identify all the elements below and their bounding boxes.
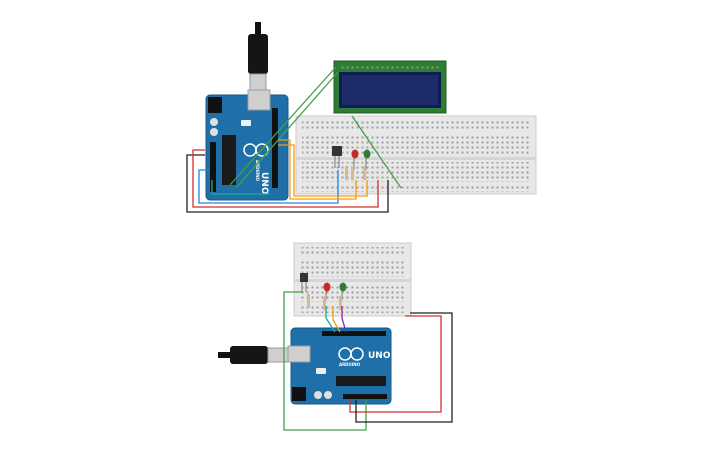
arduino-uno-board[interactable]: UNO ARDUINO <box>287 327 392 405</box>
bottom-circuit: UNO ARDUINO <box>218 242 453 431</box>
usb-port <box>287 345 311 363</box>
capacitor-icon <box>324 391 332 399</box>
wire-black <box>355 312 453 423</box>
wire-teal <box>325 306 336 333</box>
resistors[interactable] <box>345 166 366 180</box>
wire-blue <box>198 169 339 204</box>
analog-header <box>343 394 387 399</box>
usb-cable[interactable] <box>248 22 268 91</box>
usb-cable[interactable] <box>218 346 289 364</box>
ldr-sensor[interactable] <box>332 146 342 168</box>
board-maker-label: ARDUINO <box>339 362 361 367</box>
wires <box>186 66 402 213</box>
resistors[interactable] <box>307 294 342 310</box>
wire-purple <box>341 306 347 333</box>
wire-orange <box>278 144 368 197</box>
board-model-label: UNO <box>368 351 391 361</box>
wire-red <box>192 149 379 208</box>
power-jack <box>292 387 306 401</box>
capacitor-icon <box>210 118 218 126</box>
wire-red <box>349 315 442 413</box>
digital-header <box>272 108 278 188</box>
analog-header <box>210 142 216 192</box>
capacitor-icon <box>210 128 218 136</box>
arduino-uno-board[interactable]: UNO ARDUINO <box>205 89 289 201</box>
wire-orange <box>332 306 341 333</box>
wires <box>283 291 453 431</box>
top-circuit: UNO ARDUINO <box>186 22 537 213</box>
ldr-sensor[interactable] <box>300 273 308 292</box>
usb-port <box>247 89 271 111</box>
atmega-chip <box>336 376 386 386</box>
lcd-display[interactable] <box>333 60 447 114</box>
digital-header <box>322 331 386 336</box>
atmega-chip <box>222 135 236 185</box>
board-maker-label: ARDUINO <box>255 160 260 182</box>
board-model-label: UNO <box>259 172 269 195</box>
full-breadboard[interactable] <box>295 115 537 195</box>
lcd-screen <box>342 75 438 105</box>
power-jack <box>208 97 222 113</box>
capacitor-icon <box>314 391 322 399</box>
wire-teal <box>211 180 270 195</box>
wire-green <box>229 66 337 186</box>
wire-green <box>283 291 367 431</box>
half-breadboard[interactable] <box>293 242 412 317</box>
wire-green <box>351 115 402 189</box>
wire-orange <box>278 139 357 200</box>
wire-green <box>235 71 339 189</box>
